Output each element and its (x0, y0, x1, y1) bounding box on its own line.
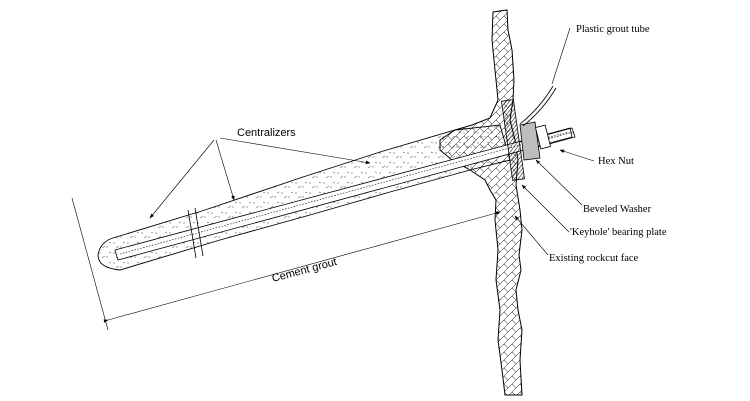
beveled-washer (519, 121, 541, 161)
label-existing-rockcut-face: Existing rockcut face (549, 253, 639, 264)
keyhole-bearing-plate (501, 99, 525, 181)
label-hex-nut: Hex Nut (598, 156, 634, 167)
plastic-grout-tube (519, 85, 554, 125)
label-centralizers: Centralizers (237, 127, 296, 139)
rock-face (439, 9, 523, 396)
label-keyhole-bearing-plate: 'Keyhole' bearing plate (570, 227, 667, 238)
label-plastic-grout-tube: Plastic grout tube (576, 24, 650, 35)
label-cement-grout: Cement grout (271, 256, 338, 285)
cement-grout-dimension (103, 211, 501, 323)
label-beveled-washer: Beveled Washer (583, 204, 652, 215)
hex-nut (535, 124, 551, 150)
